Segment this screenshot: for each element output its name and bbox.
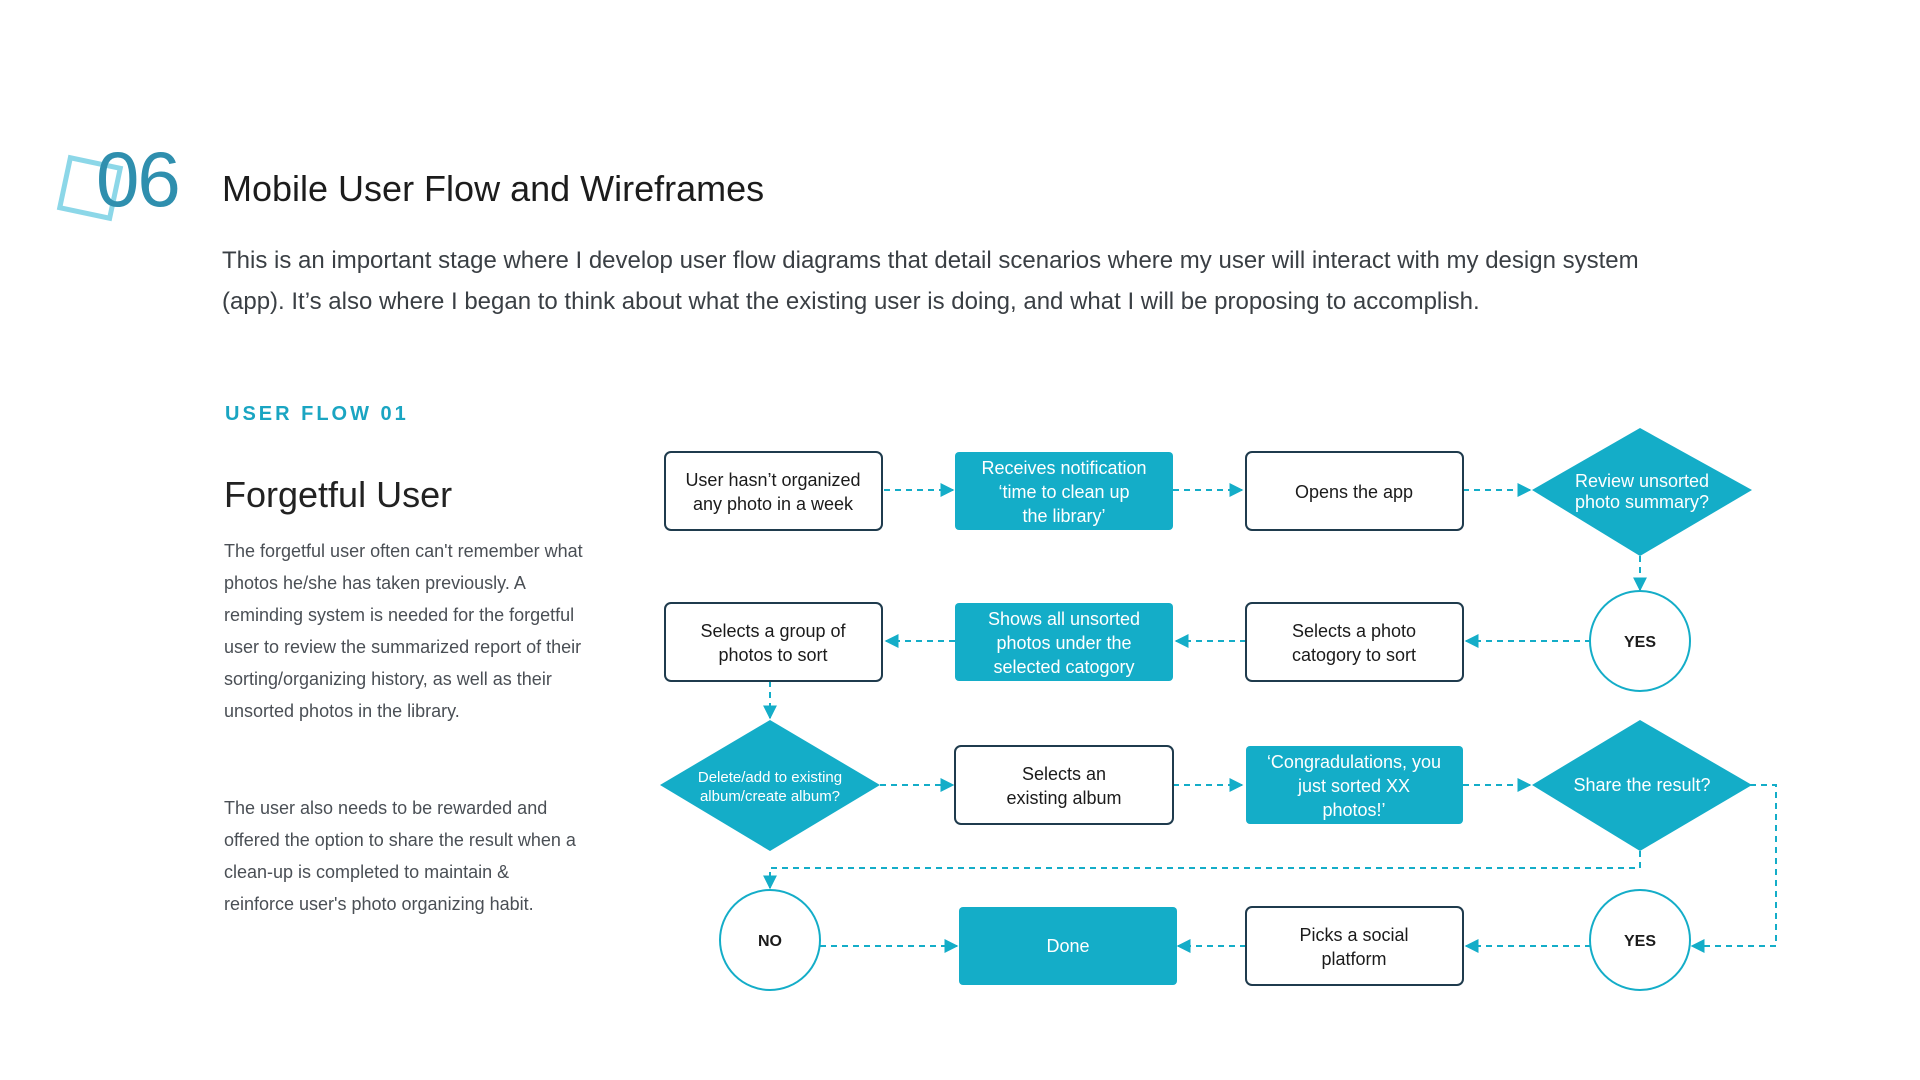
- flow-node-n9: Delete/add to existing album/create albu…: [660, 720, 880, 851]
- flow-node-n8-line-2: photos to sort: [718, 645, 827, 665]
- flow-node-n14-line-1: Done: [1046, 936, 1089, 956]
- user-flow-title: Forgetful User: [224, 474, 453, 515]
- flow-node-n2-line-2: ‘time to clean up: [998, 482, 1129, 502]
- flow-node-n15-line-1: Picks a social: [1299, 925, 1408, 945]
- flow-node-n2-line-1: Receives notification: [981, 458, 1146, 478]
- flow-node-n2-line-3: the library’: [1022, 506, 1105, 526]
- flow-node-n4-line-1: Review unsorted: [1575, 471, 1709, 491]
- flow-node-n15-line-2: platform: [1321, 949, 1386, 969]
- flow-node-n15: Picks a social platform: [1245, 906, 1464, 986]
- flow-node-n6: Selects a photo catogory to sort: [1245, 602, 1464, 682]
- flow-node-n13: NO: [719, 889, 821, 991]
- flow-node-n4-line-2: photo summary?: [1575, 492, 1709, 512]
- flow-node-n1: User hasn’t organized any photo in a wee…: [664, 451, 883, 531]
- flow-node-n10-line-2: existing album: [1006, 788, 1121, 808]
- description-paragraph-2: The user also needs to be rewarded and o…: [224, 798, 576, 914]
- flow-node-n7: Shows all unsorted photos under the sele…: [955, 603, 1173, 681]
- flow-node-n11-line-1: ‘Congradulations, you: [1267, 752, 1441, 772]
- flow-node-n6-line-1: Selects a photo: [1292, 621, 1416, 641]
- description-paragraph-1: The forgetful user often can't remember …: [224, 541, 583, 721]
- flow-node-n8: Selects a group of photos to sort: [664, 602, 883, 682]
- intro-text: This is an important stage where I devel…: [222, 247, 1639, 315]
- flow-node-n11: ‘Congradulations, you just sorted XX pho…: [1246, 746, 1463, 824]
- flow-node-n9-line-1: Delete/add to existing: [698, 769, 842, 786]
- flow-node-n12: Share the result?: [1532, 720, 1752, 851]
- page-title: Mobile User Flow and Wireframes: [222, 168, 765, 209]
- flow-node-n7-line-2: photos under the: [996, 633, 1131, 653]
- flow-node-n12-line-1: Share the result?: [1573, 775, 1710, 795]
- flow-node-n3-line-1: Opens the app: [1295, 482, 1413, 502]
- flow-node-n7-line-1: Shows all unsorted: [988, 609, 1140, 629]
- section-number: 06: [96, 135, 181, 223]
- flow-node-n11-line-2: just sorted XX: [1297, 776, 1410, 796]
- flow-node-n16-line-1: YES: [1624, 933, 1656, 950]
- flow-node-n13-line-1: NO: [758, 933, 782, 950]
- flow-node-n7-line-3: selected catogory: [993, 657, 1134, 677]
- flow-node-n3: Opens the app: [1245, 451, 1464, 531]
- flow-node-n8-line-1: Selects a group of: [700, 621, 846, 641]
- flow-node-n16: YES: [1589, 889, 1691, 991]
- flow-node-n2: Receives notification ‘time to clean up …: [955, 452, 1173, 530]
- flow-node-n14: Done: [959, 907, 1177, 985]
- flow-node-n10: Selects an existing album: [954, 745, 1174, 825]
- flow-node-n6-line-2: catogory to sort: [1292, 645, 1416, 665]
- flow-node-n1-line-2: any photo in a week: [693, 494, 854, 514]
- flow-node-n1-line-1: User hasn’t organized: [685, 470, 860, 490]
- flow-node-n11-line-3: photos!’: [1322, 800, 1385, 820]
- flow-node-n5-line-1: YES: [1624, 634, 1656, 651]
- connector-n12-n13: [763, 851, 1641, 890]
- flow-node-n4: Review unsorted photo summary?: [1532, 428, 1752, 556]
- user-flow-tag: USER FLOW 01: [225, 403, 409, 425]
- flow-node-n9-line-2: album/create album?: [700, 788, 840, 805]
- flow-node-n5: YES: [1589, 590, 1691, 692]
- connector-n12-n16: [1690, 784, 1777, 953]
- flow-node-n10-line-1: Selects an: [1022, 764, 1106, 784]
